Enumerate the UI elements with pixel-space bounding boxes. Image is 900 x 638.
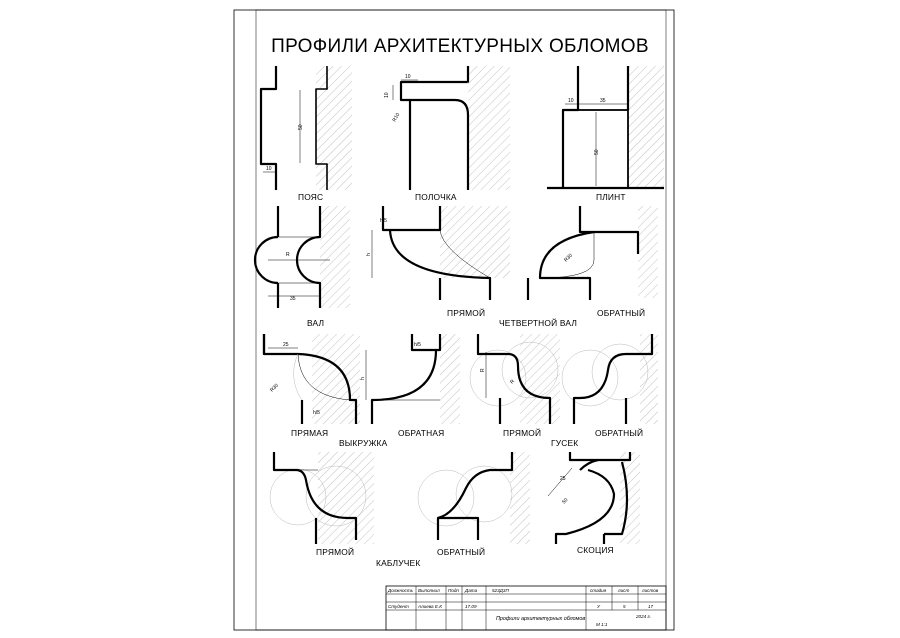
dim-plint-35: 35 [600, 98, 606, 104]
dim-poyas-50: 50 [298, 124, 304, 130]
dim-pol-10-top: 10 [405, 74, 411, 80]
tb-dolzhnost: Должность [387, 588, 414, 593]
dim-v-25: 25 [283, 342, 289, 348]
label-quarter-val: ЧЕТВЕРТНОЙ ВАЛ [499, 317, 577, 328]
label-kablychek: КАБЛУЧЕК [376, 558, 420, 568]
label-poyas: ПОЯС [298, 192, 323, 202]
label-plint: ПЛИНТ [596, 192, 626, 202]
tb-vypolnil: Выполнил [418, 588, 440, 593]
tb-podp: Подп [448, 588, 459, 593]
profile-poyas: 50 10 ПОЯС [259, 66, 352, 202]
tb-listov-val: 17 [648, 604, 654, 609]
dim-poyas-10: 10 [266, 166, 272, 172]
tb-listov: листов [641, 588, 659, 593]
profile-quarter-pryamoy: h h/5 ПРЯМОЙ [366, 206, 510, 318]
profile-kabl-obratny: ОБРАТНЫЙ [417, 452, 530, 557]
dim-g-r: R [480, 368, 486, 372]
dim-v-r30: R30 [269, 383, 280, 394]
dim-q-h: h [366, 253, 372, 256]
tb-student: Студент [388, 604, 409, 609]
dim-plint-50: 50 [594, 149, 600, 155]
dim-val-r: R [286, 252, 290, 258]
dim-s-50: 50 [561, 497, 569, 505]
dim-v-h5: h/5 [313, 410, 320, 416]
profile-gusek-obratny: ОБРАТНЫЙ [561, 334, 658, 438]
label-vykruzhka: ВЫКРУЖКА [339, 438, 388, 448]
profile-skotsiya: 25 50 СКОЦИЯ [547, 452, 640, 555]
tb-stadiya-val: У [597, 604, 601, 609]
label-val: ВАЛ [307, 318, 324, 328]
dim-s-25: 25 [560, 476, 566, 482]
label-k-pryamoy: ПРЯМОЙ [316, 546, 354, 557]
dim-v-h: h [360, 377, 366, 380]
label-skotsiya: СКОЦИЯ [577, 545, 614, 555]
profile-val: R 35 ВАЛ [253, 206, 350, 328]
tb-year: 2024 г. [635, 614, 651, 619]
label-g-obratny: ОБРАТНЫЙ [595, 427, 643, 438]
dim-q-r30: R30 [563, 253, 574, 264]
tb-stadiya: стадия [590, 588, 607, 593]
tb-list: лист [617, 588, 629, 593]
tb-group: 523Д3П [492, 588, 509, 593]
dim-g-r2: R [509, 378, 516, 385]
label-v-pryamaya: ПРЯМАЯ [291, 428, 328, 438]
profile-vykr-pryamaya: 25 R30 h/5 ПРЯМАЯ ВЫКРУЖКА [262, 334, 388, 448]
profile-plint: 10 35 50 ПЛИНТ [547, 66, 664, 202]
label-gusek: ГУСЕК [551, 438, 578, 448]
tb-doc-title: Профили архитектурных обломов [496, 616, 585, 622]
tb-name: Алиева Е.К [417, 604, 442, 609]
tb-data: Дата [464, 588, 478, 593]
dim-q-h5: h/5 [380, 218, 387, 224]
profile-gusek-pryamoy: R R ПРЯМОЙ ГУСЕК [469, 334, 578, 448]
tb-mark: М 1:1 [596, 622, 608, 627]
profile-quarter-obratny: R30 ЧЕТВЕРТНОЙ ВАЛ ОБРАТНЫЙ [499, 206, 658, 328]
label-v-obratnaya: ОБРАТНАЯ [398, 428, 444, 438]
dim-plint-10: 10 [568, 98, 574, 104]
label-q-obratny: ОБРАТНЫЙ [597, 307, 645, 318]
dim-pol-r10: R10 [392, 112, 402, 123]
label-g-pryamoy: ПРЯМОЙ [503, 427, 541, 438]
tb-list-val: 5 [623, 604, 626, 609]
label-polochka: ПОЛОЧКА [415, 192, 457, 202]
profile-kabl-pryamoy: ПРЯМОЙ КАБЛУЧЕК [269, 452, 420, 568]
sheet-title: ПРОФИЛИ АРХИТЕКТУРНЫХ ОБЛОМОВ [271, 36, 649, 57]
title-block: Должность Выполнил Подп Дата 523Д3П стад… [385, 585, 667, 631]
tb-date: 17.09 [465, 604, 477, 609]
dim-pol-10-side: 10 [384, 92, 390, 98]
dim-v-h5b: h/5 [414, 342, 421, 348]
profile-polochka: 10 10 R10 ПОЛОЧКА [384, 66, 510, 202]
label-q-pryamoy: ПРЯМОЙ [447, 307, 485, 318]
profile-vykr-obratnaya: h h/5 ОБРАТНАЯ [360, 334, 460, 438]
dim-val-35: 35 [290, 296, 296, 302]
label-k-obratny: ОБРАТНЫЙ [437, 546, 485, 557]
